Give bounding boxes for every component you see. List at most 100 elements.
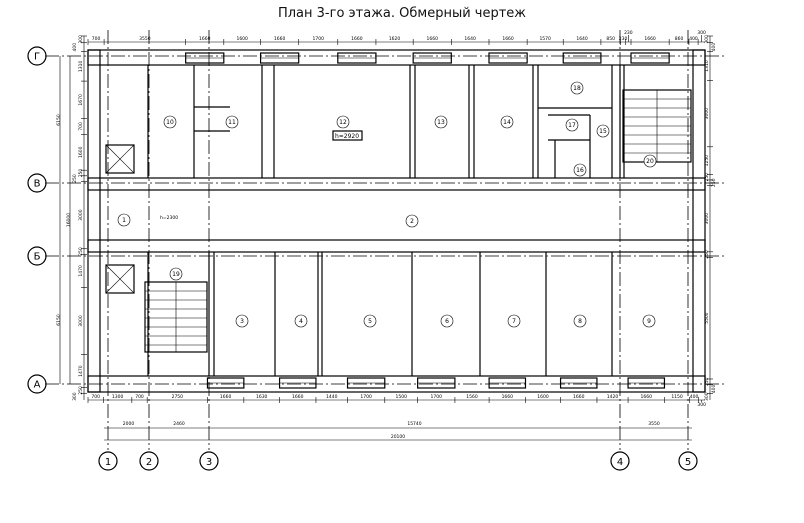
room-number-14: 14 xyxy=(503,119,511,126)
axis-bubble xyxy=(139,451,159,471)
room-number-4: 4 xyxy=(299,318,303,325)
room-number-11: 11 xyxy=(228,119,236,126)
left-total-dim: 16000 xyxy=(66,213,72,227)
room-number-bubble xyxy=(643,154,657,168)
bottom-dim: 1700 xyxy=(360,394,372,400)
outer-wall-right xyxy=(692,49,706,393)
room-number-5: 5 xyxy=(368,318,372,325)
bottom-dim: 1660 xyxy=(220,394,232,400)
right-dim: 250 xyxy=(704,173,710,182)
right-dim: 250 xyxy=(711,178,717,187)
left-dim: 300 xyxy=(72,392,78,401)
room-number-bubble xyxy=(440,314,454,328)
room-number-bubble xyxy=(507,314,521,328)
drawing-title: План 3-го этажа. Обмерный чертеж xyxy=(277,6,527,21)
right-dim: 300 xyxy=(704,392,710,401)
bottom-dim: 700 xyxy=(91,394,100,400)
axis-bubble xyxy=(678,451,698,471)
top-dim: 3550 xyxy=(139,36,151,42)
room-number-15: 15 xyxy=(599,128,607,135)
room-number-bubble xyxy=(500,115,514,129)
right-dim: 5500 xyxy=(704,312,710,324)
top-dim: 1620 xyxy=(389,36,401,42)
axis-label-3: 3 xyxy=(206,457,212,468)
top-dim: 700 xyxy=(92,36,101,42)
bottom-dim: 1440 xyxy=(326,394,338,400)
right-dim: 1250 xyxy=(704,155,710,167)
room-number-20: 20 xyxy=(646,158,654,165)
bottom-dim: 1660 xyxy=(573,394,585,400)
bottom-dim: 400 xyxy=(690,394,699,400)
bottom-dim: 1150 xyxy=(671,394,683,400)
left-dim: 3000 xyxy=(78,209,84,221)
bottom-dim: 1600 xyxy=(537,394,549,400)
left-dim: 700 xyxy=(78,122,84,131)
top-dim: 1660 xyxy=(427,36,439,42)
bottom-dim: 1420 xyxy=(607,394,619,400)
axis-bubble xyxy=(27,173,47,193)
left-dim: 1470 xyxy=(78,365,84,377)
outer-wall-left xyxy=(87,49,101,393)
top-dim: 860 xyxy=(675,36,684,42)
left-dim: 1670 xyxy=(78,94,84,106)
top-dim: 1660 xyxy=(199,36,211,42)
bottom-dim: 700 xyxy=(135,394,144,400)
bottom-dim: 1700 xyxy=(431,394,443,400)
top-dim: 1600 xyxy=(236,36,248,42)
top-dim: 1640 xyxy=(576,36,588,42)
bottom-dim: 2750 xyxy=(172,394,184,400)
axis-bubble xyxy=(98,451,118,471)
room-number-3: 3 xyxy=(240,318,244,325)
axis-label-Г: Г xyxy=(34,52,40,63)
room-number-bubble xyxy=(117,213,131,227)
room-number-bubble xyxy=(336,115,350,129)
elevator-cross xyxy=(105,144,135,174)
room-number-bubble xyxy=(573,163,587,177)
top-dim: 850 xyxy=(606,36,615,42)
left-dim: 3000 xyxy=(78,315,84,327)
right-dim: 250 xyxy=(704,377,710,386)
top-dim: 1700 xyxy=(313,36,325,42)
left-dim: 400 xyxy=(72,43,78,52)
room-number-13: 13 xyxy=(437,119,445,126)
axis-bubble xyxy=(610,451,630,471)
axis-label-В: В xyxy=(34,179,41,190)
axis-label-1: 1 xyxy=(105,457,111,468)
room-number-bubble xyxy=(573,314,587,328)
room-number-9: 9 xyxy=(647,318,651,325)
top-dim: 1570 xyxy=(539,36,551,42)
room-number-bubble xyxy=(163,115,177,129)
top-dim: 1640 xyxy=(464,36,476,42)
axis-label-Б: Б xyxy=(34,252,41,263)
right-dim: 400 xyxy=(711,385,717,394)
axis-label-2: 2 xyxy=(146,457,152,468)
right-dim: 250 xyxy=(704,250,710,259)
top-dim: 1660 xyxy=(351,36,363,42)
left-dim: 1310 xyxy=(78,61,84,73)
left-dim: 250 xyxy=(78,247,84,256)
room-number-bubble xyxy=(596,124,610,138)
axis-dim: 15740 xyxy=(407,421,421,427)
top-dim: 1660 xyxy=(644,36,656,42)
left-dim: 250 xyxy=(78,169,84,178)
room-number-bubble xyxy=(225,115,239,129)
room-number-8: 8 xyxy=(578,318,582,325)
room-number-bubble xyxy=(169,267,183,281)
axis-dim: 2460 xyxy=(173,421,185,427)
right-dim: 400 xyxy=(711,43,717,52)
axis-label-А: А xyxy=(34,380,41,391)
right-dim: 300 xyxy=(704,35,710,44)
room-number-2: 2 xyxy=(410,218,414,225)
bottom-dim: 1660 xyxy=(502,394,514,400)
room-number-bubble xyxy=(434,115,448,129)
height-label-box xyxy=(332,130,363,141)
room-height-label: h=2300 xyxy=(160,215,178,221)
corridor-wall-south xyxy=(87,239,706,253)
axis-bubble xyxy=(27,246,47,266)
axis-bubble xyxy=(27,374,47,394)
axis-bubble xyxy=(199,451,219,471)
axis-label-5: 5 xyxy=(685,457,691,468)
room-number-bubble xyxy=(235,314,249,328)
